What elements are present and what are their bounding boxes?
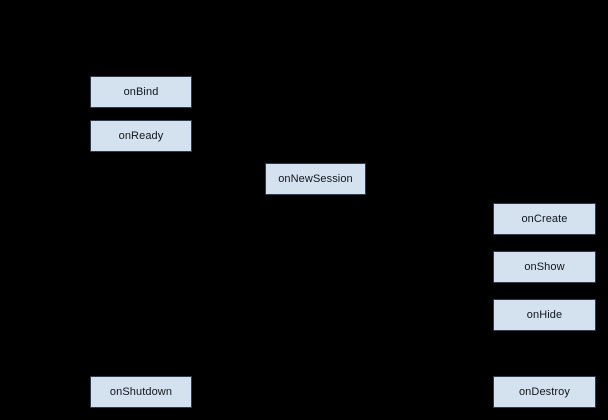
- node-on-ready[interactable]: onReady: [90, 120, 192, 152]
- node-on-create[interactable]: onCreate: [493, 203, 596, 235]
- node-label: onCreate: [521, 212, 568, 225]
- node-on-new-session[interactable]: onNewSession: [265, 163, 366, 195]
- node-on-show[interactable]: onShow: [493, 251, 596, 283]
- node-label: onHide: [526, 308, 563, 321]
- node-label: onShow: [524, 260, 565, 273]
- node-label: onNewSession: [278, 172, 353, 185]
- node-label: onReady: [118, 129, 164, 142]
- node-on-bind[interactable]: onBind: [90, 76, 192, 108]
- node-label: onBind: [123, 85, 159, 98]
- node-label: onDestroy: [518, 385, 571, 398]
- node-label: onShutdown: [109, 385, 173, 398]
- node-on-destroy[interactable]: onDestroy: [493, 376, 596, 408]
- node-on-hide[interactable]: onHide: [493, 299, 596, 331]
- node-on-shutdown[interactable]: onShutdown: [90, 376, 192, 408]
